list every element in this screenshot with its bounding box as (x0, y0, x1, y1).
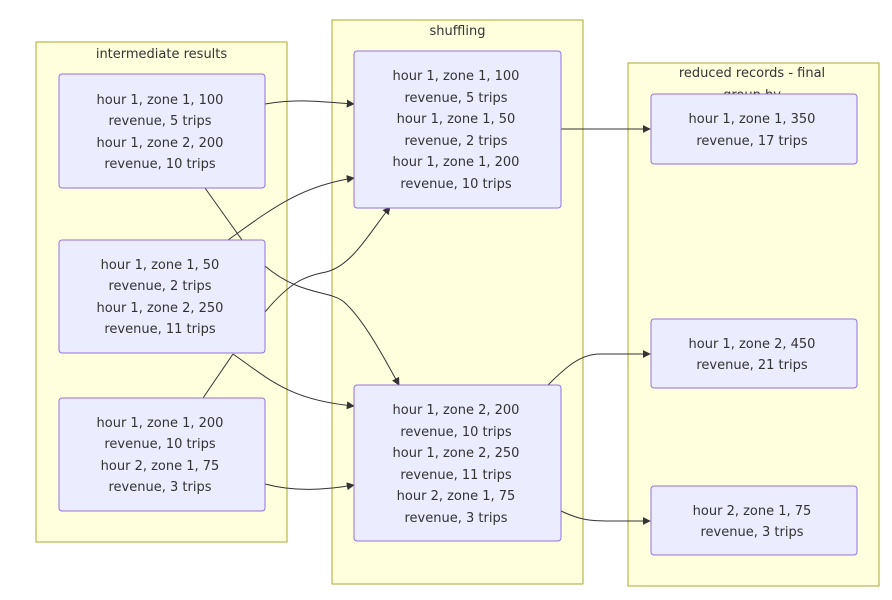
node-line: hour 1, zone 1, 100 (393, 69, 520, 84)
edge-i3-to-s1-segment-0 (202, 353, 234, 399)
node-line: revenue, 17 trips (696, 134, 807, 149)
node-line: revenue, 11 trips (104, 322, 215, 337)
node-line: hour 1, zone 2, 450 (689, 337, 816, 352)
node-line: hour 2, zone 1, 75 (397, 489, 516, 504)
node-shuffling-2: hour 1, zone 2, 200 revenue, 10 trips ho… (353, 384, 562, 542)
cluster-reduced-records-title-line1: reduced records - final (679, 66, 825, 81)
node-reduced-1-box (650, 93, 858, 165)
node-intermediate-1: hour 1, zone 1, 100 revenue, 5 trips hou… (58, 73, 266, 189)
edge-s2-to-r3 (560, 510, 651, 525)
node-reduced-3: hour 2, zone 1, 75 revenue, 3 trips (650, 485, 858, 556)
node-intermediate-3: hour 1, zone 1, 200 revenue, 10 trips ho… (58, 397, 266, 512)
node-intermediate-2-box (58, 239, 266, 354)
node-line: revenue, 3 trips (109, 480, 212, 495)
edge-i1-to-s1 (264, 99, 355, 108)
node-line: hour 2, zone 1, 75 (101, 459, 220, 474)
node-reduced-1: hour 1, zone 1, 350 revenue, 17 trips (650, 93, 858, 165)
node-reduced-3-box (650, 485, 858, 556)
node-reduced-2-box (650, 318, 858, 389)
edge-i1-to-s2-segment-1 (204, 187, 243, 241)
node-line: revenue, 21 trips (696, 358, 807, 373)
node-line: hour 1, zone 2, 250 (393, 446, 520, 461)
node-line: hour 1, zone 1, 350 (689, 112, 816, 127)
edge-i1-to-s2-segment-2 (264, 265, 400, 386)
node-line: hour 1, zone 2, 200 (393, 403, 520, 418)
node-line: revenue, 10 trips (104, 157, 215, 172)
edge-i2-to-s2 (232, 353, 355, 410)
node-intermediate-2: hour 1, zone 1, 50 revenue, 2 trips hour… (58, 239, 266, 354)
node-line: hour 1, zone 1, 200 (97, 416, 224, 431)
node-line: hour 1, zone 1, 100 (97, 93, 224, 108)
node-line: hour 1, zone 2, 200 (97, 136, 224, 151)
node-line: revenue, 5 trips (405, 91, 508, 106)
node-line: revenue, 5 trips (109, 114, 212, 129)
node-line: hour 1, zone 1, 50 (397, 112, 516, 127)
node-shuffling-1-box (353, 50, 562, 209)
node-intermediate-1-box (58, 73, 266, 189)
node-line: hour 2, zone 1, 75 (693, 504, 812, 519)
node-line: hour 1, zone 1, 50 (101, 258, 220, 273)
node-line: revenue, 3 trips (405, 511, 508, 526)
node-line: revenue, 10 trips (104, 437, 215, 452)
node-line: revenue, 2 trips (109, 279, 212, 294)
cluster-intermediate-results-title: intermediate results (96, 47, 228, 62)
cluster-shuffling-title: shuffling (430, 24, 486, 39)
node-line: revenue, 10 trips (400, 177, 511, 192)
node-line: revenue, 2 trips (405, 134, 508, 149)
node-line: revenue, 11 trips (400, 468, 511, 483)
title-clip-helper (651, 94, 857, 164)
edge-i3-to-s2 (264, 482, 355, 491)
node-intermediate-3-box (58, 397, 266, 512)
node-shuffling-2-box (353, 384, 562, 542)
node-line: revenue, 3 trips (701, 525, 804, 540)
edges (202, 99, 651, 525)
edge-s2-to-r2 (547, 350, 651, 386)
node-reduced-2: hour 1, zone 2, 450 revenue, 21 trips (650, 318, 858, 389)
edge-i2-to-s1 (227, 175, 355, 241)
node-shuffling-1: hour 1, zone 1, 100 revenue, 5 trips hou… (353, 50, 562, 209)
node-line: revenue, 10 trips (400, 425, 511, 440)
edge-i3-to-s1 (264, 206, 391, 313)
node-line: hour 1, zone 2, 250 (97, 301, 224, 316)
node-line: hour 1, zone 1, 200 (393, 155, 520, 170)
